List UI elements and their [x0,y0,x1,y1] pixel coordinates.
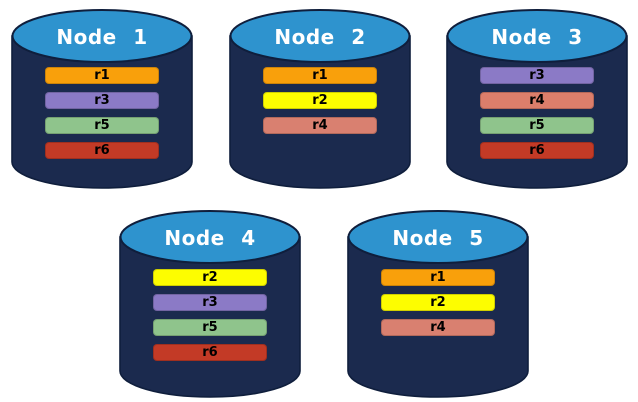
node-title: Node 5 [392,226,484,250]
replica-bar-r4: r4 [263,117,377,134]
replica-list: r3 r4 r5 r6 [446,67,628,159]
replica-bar-r1: r1 [45,67,159,84]
replica-bar-r1: r1 [263,67,377,84]
replica-bar-r3: r3 [480,67,594,84]
node-title: Node 3 [491,25,583,49]
replica-bar-r1: r1 [381,269,495,286]
node-4-cylinder: Node 4 r2 r3 r5 r6 [119,209,301,399]
cylinder-top-ellipse [119,210,301,264]
replica-bar-r5: r5 [480,117,594,134]
replica-bar-r2: r2 [381,294,495,311]
replica-bar-r6: r6 [153,344,267,361]
node-title: Node 2 [274,25,366,49]
replica-list: r1 r3 r5 r6 [11,67,193,159]
replica-list: r2 r3 r5 r6 [119,269,301,361]
replica-bar-r5: r5 [153,319,267,336]
node-title: Node 1 [56,25,148,49]
node-2-cylinder: Node 2 r1 r2 r4 [229,8,411,190]
cylinder-top-ellipse [347,210,529,264]
replica-list: r1 r2 r4 [229,67,411,134]
cylinder-top-ellipse [229,9,411,63]
node-1-cylinder: Node 1 r1 r3 r5 r6 [11,8,193,190]
node-5-cylinder: Node 5 r1 r2 r4 [347,209,529,399]
cylinder-top-ellipse [446,9,628,63]
replica-bar-r3: r3 [153,294,267,311]
replica-bar-r6: r6 [480,142,594,159]
node-3-cylinder: Node 3 r3 r4 r5 r6 [446,8,628,190]
node-title: Node 4 [164,226,256,250]
replica-bar-r6: r6 [45,142,159,159]
replica-bar-r4: r4 [480,92,594,109]
replica-bar-r5: r5 [45,117,159,134]
replica-list: r1 r2 r4 [347,269,529,336]
replica-bar-r4: r4 [381,319,495,336]
cylinder-top-ellipse [11,9,193,63]
replica-bar-r3: r3 [45,92,159,109]
replica-bar-r2: r2 [263,92,377,109]
replica-bar-r2: r2 [153,269,267,286]
